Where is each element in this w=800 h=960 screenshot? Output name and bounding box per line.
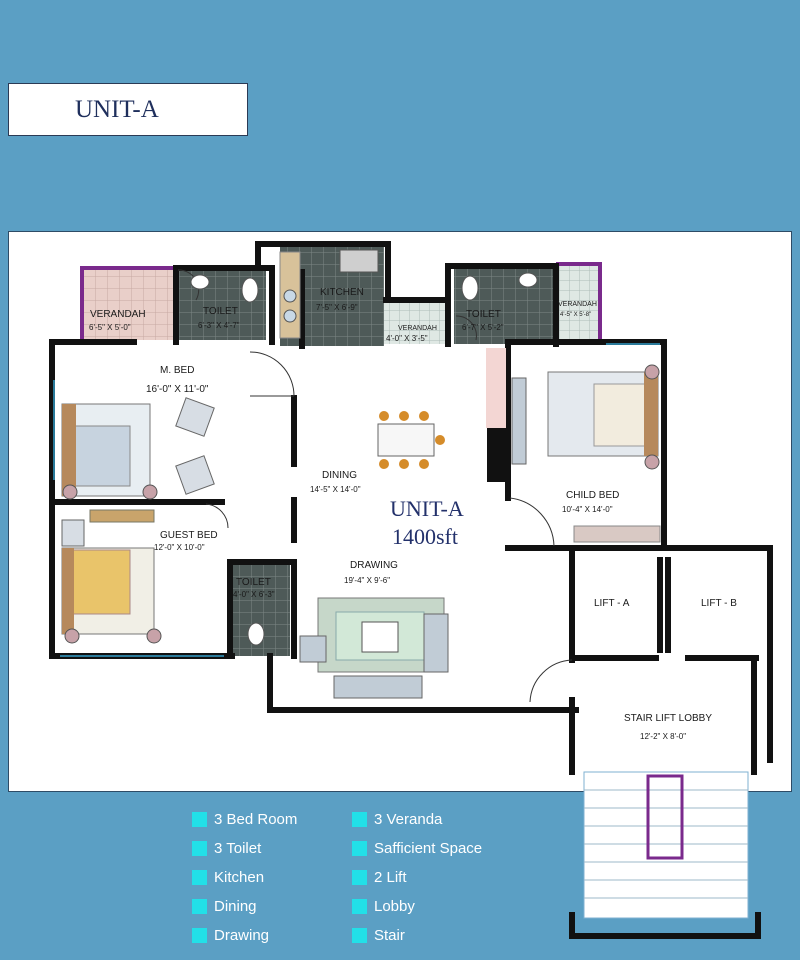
verandah-right-label: VERANDAH: [558, 301, 597, 308]
child-bed-size: 10'-4" X 14'-0": [562, 505, 613, 514]
legend-text: 3 Veranda: [374, 810, 443, 828]
legend-text: Lobby: [374, 897, 415, 915]
verandah-mid-size: 4'-0" X 3'-5": [386, 334, 428, 343]
wall-panel: [486, 348, 506, 428]
legend-marker: [192, 898, 207, 914]
verandah-left-label: VERANDAH: [90, 309, 146, 320]
legend-item: 2 Lift: [352, 864, 552, 890]
legend-item: Dining: [192, 893, 392, 919]
toilet-3-size: 4'-0" X 6'-3": [233, 590, 275, 599]
guest-bed-furniture: [61, 509, 162, 644]
legend-text: Stair: [374, 926, 405, 944]
legend-item: 3 Veranda: [352, 806, 552, 832]
lobby-size: 12'-2" X 8'-0": [640, 732, 686, 741]
dining-label: DINING: [322, 470, 357, 481]
legend-text: Safficient Space: [374, 839, 483, 857]
legend-right: 3 Veranda Safficient Space 2 Lift Lobby …: [352, 806, 552, 951]
legend-marker: [352, 869, 367, 885]
master-bed-size: 16'-0" X 11'-0": [146, 384, 209, 395]
kitchen-size: 7'-5" X 6'-9": [316, 303, 358, 312]
legend-item: Kitchen: [192, 864, 392, 890]
unit-area: 1400sft: [392, 524, 458, 549]
legend-marker: [192, 811, 207, 827]
legend-text: Drawing: [214, 926, 270, 944]
toilet-1-label: TOILET: [203, 306, 238, 317]
legend-marker: [352, 898, 367, 914]
title-box: UNIT-A: [8, 83, 248, 136]
master-bed-furniture: [61, 397, 215, 500]
legend-marker: [352, 927, 367, 943]
legend-text: Kitchen: [214, 868, 265, 886]
toilet-2-size: 6'-7" X 5'-2": [462, 323, 504, 332]
verandah-trim: [80, 262, 602, 344]
drawing-size: 19'-4" X 9'-6": [344, 576, 390, 585]
kitchen-label: KITCHEN: [320, 287, 364, 298]
legend-marker: [192, 869, 207, 885]
verandah-mid-label: VERANDAH: [398, 325, 437, 332]
legend-marker: [352, 811, 367, 827]
legend-item: 3 Toilet: [192, 835, 392, 861]
legend-text: Dining: [214, 897, 257, 915]
legend-left: 3 Bed Room 3 Toilet Kitchen Dining Drawi…: [192, 806, 392, 951]
windows: [53, 343, 660, 657]
drawing-sofa-set: [299, 597, 449, 699]
unit-name: UNIT-A: [390, 496, 464, 521]
staircase: [569, 771, 761, 939]
legend-marker: [192, 927, 207, 943]
child-bed-furniture: [511, 364, 661, 543]
page-title: UNIT-A: [75, 95, 159, 123]
dining-table: [377, 411, 445, 469]
toilet-2-label: TOILET: [466, 309, 501, 320]
legend-marker: [192, 840, 207, 856]
lift-a-label: LIFT - A: [594, 598, 630, 609]
toilet-3-label: TOILET: [236, 577, 271, 588]
column: [487, 428, 509, 482]
lobby-label: STAIR LIFT LOBBY: [624, 713, 712, 724]
legend-item: Lobby: [352, 893, 552, 919]
legend-item: 3 Bed Room: [192, 806, 392, 832]
verandah-right-size: 4'-5" X 5'-8": [560, 312, 591, 318]
guest-bed-label: GUEST BED: [160, 530, 218, 541]
child-bed-label: CHILD BED: [566, 490, 619, 501]
legend-item: Stair: [352, 922, 552, 948]
legend-text: 2 Lift: [374, 868, 407, 886]
verandah-left-size: 6'-5" X 5'-0": [89, 323, 131, 332]
guest-bed-size: 12'-0" X 10'-0": [154, 543, 205, 552]
kitchen-fixtures: [279, 249, 379, 339]
dining-size: 14'-5" X 14'-0": [310, 485, 361, 494]
drawing-label: DRAWING: [350, 560, 398, 571]
legend-text: 3 Bed Room: [214, 810, 298, 828]
lift-b-label: LIFT - B: [701, 598, 737, 609]
toilet-fixtures: [190, 272, 538, 646]
legend-item: Drawing: [192, 922, 392, 948]
legend-text: 3 Toilet: [214, 839, 262, 857]
toilet-1-size: 6'-3" X 4'-7": [198, 321, 240, 330]
legend-item: Safficient Space: [352, 835, 552, 861]
legend-marker: [352, 840, 367, 856]
master-bed-label: M. BED: [160, 365, 194, 376]
